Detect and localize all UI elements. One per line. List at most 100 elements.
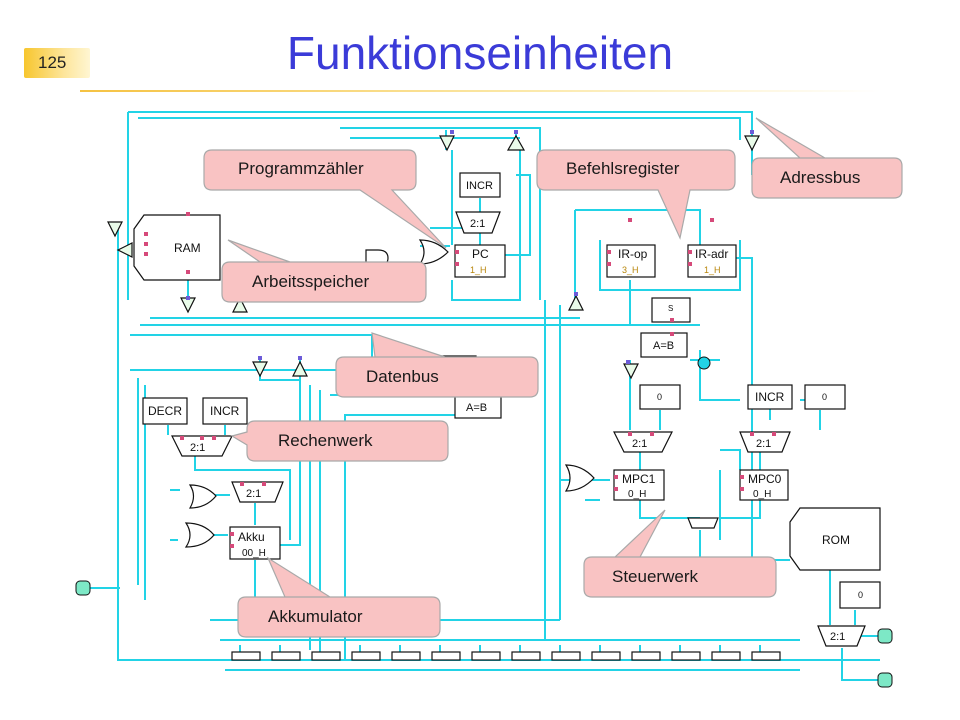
- or-gate-ctrl: [564, 464, 595, 492]
- incr-pc-label: INCR: [466, 180, 493, 192]
- decr-box: [142, 397, 188, 425]
- const-mpc0-label: 0: [822, 392, 827, 402]
- wire-ctrl-13: [829, 570, 856, 625]
- wire-ctrl-11: [699, 530, 790, 561]
- wire-alu-10: [210, 494, 230, 536]
- ir-op-register: [606, 244, 656, 278]
- callout-text-programmzaehler: Programmzähler: [238, 159, 364, 178]
- mux-out-label: 2:1: [830, 631, 845, 643]
- cmp-data-label: A=B: [466, 402, 487, 414]
- buffer-ram-left-1: [107, 221, 123, 238]
- mpc1-register: [613, 469, 665, 501]
- buffer-ram-left-2: [116, 242, 133, 258]
- buffer-top-1: [439, 135, 455, 152]
- wire-ir-bus: [575, 209, 701, 245]
- incr-pc-box: [459, 172, 501, 198]
- const-s-label: S: [668, 304, 673, 313]
- wire-bottom-5: [239, 645, 761, 655]
- pc-label: PC: [472, 247, 489, 261]
- incr-mpc-box: [747, 384, 793, 410]
- output-port-2: [877, 672, 893, 688]
- pc-value: 1_H: [470, 265, 487, 275]
- wire-top-4: [445, 130, 517, 150]
- wire-top-3: [340, 127, 541, 300]
- incr-alu-label: INCR: [210, 404, 240, 418]
- mpc1-label: MPC1: [622, 472, 656, 486]
- wire-ctrl-14: [841, 648, 880, 681]
- wire-ir-op-down: [629, 280, 640, 326]
- wire-alu-11: [170, 489, 180, 541]
- callout-akkumulator: [237, 556, 441, 638]
- incr-mpc-label: INCR: [755, 390, 785, 404]
- wire-ctrl-8: [639, 500, 761, 519]
- callout-rechenwerk: [230, 420, 449, 462]
- ram-block: [133, 214, 221, 281]
- callout-text-adressbus: Adressbus: [780, 168, 861, 187]
- wire-alu-5: [167, 425, 226, 435]
- const-mpc0-box: [804, 384, 846, 410]
- akku-register: [229, 526, 281, 560]
- pc-register: [454, 244, 506, 278]
- wire-data-3: [130, 334, 373, 360]
- akku-value: 00_H: [242, 548, 266, 559]
- mux-alu2-label: 2:1: [246, 488, 261, 500]
- rom-label: ROM: [822, 533, 850, 547]
- wire-cmp-2: [344, 414, 455, 660]
- ir-adr-value: 1_H: [704, 265, 721, 275]
- buffer-ctrl: [623, 363, 639, 380]
- callout-programmzaehler: [203, 149, 447, 249]
- wire-ctrl-7: [639, 450, 761, 470]
- bottom-io-row: [231, 651, 781, 661]
- callout-arbeitsspeicher: [221, 239, 427, 303]
- incr-alu-box: [202, 397, 248, 425]
- wire-alu-6: [194, 455, 291, 540]
- ir-op-label: IR-op: [618, 247, 648, 261]
- or-gate-alu2: [184, 522, 215, 548]
- buffer-alu-1: [252, 361, 268, 378]
- output-port-1: [877, 628, 893, 644]
- callout-text-akkumulator: Akkumulator: [268, 607, 363, 626]
- mpc0-label: MPC0: [748, 472, 782, 486]
- title-underline: [80, 90, 880, 92]
- mux-pc-label: 2:1: [470, 218, 485, 230]
- callout-text-datenbus: Datenbus: [366, 367, 439, 386]
- or-gate-pc: [418, 239, 449, 265]
- wire-pc-loop: [451, 150, 521, 301]
- callout-text-arbeitsspeicher: Arbeitsspeicher: [252, 272, 370, 291]
- slide-title: Funktionseinheiten: [286, 27, 674, 79]
- wire-ctrl-10: [719, 449, 741, 540]
- mpc0-value: 0_H: [753, 489, 771, 500]
- const-mpc1-box: [639, 384, 681, 410]
- ir-adr-register: [687, 244, 737, 278]
- wire-address-bus-top: [128, 111, 753, 175]
- mux-mpc1-label: 2:1: [632, 438, 647, 450]
- page-number: 125: [38, 53, 67, 72]
- input-port-left: [75, 580, 91, 596]
- wire-pc-out: [505, 174, 531, 256]
- callout-text-befehlsregister: Befehlsregister: [566, 159, 680, 178]
- connection-dots: [75, 130, 893, 688]
- rom-block: [789, 507, 881, 571]
- buffer-ir: [568, 294, 584, 311]
- buffer-top-2: [506, 134, 526, 151]
- ram-label: RAM: [174, 241, 201, 255]
- decr-label: DECR: [148, 404, 182, 418]
- wire-ram-left: [117, 230, 880, 661]
- buffer-ram-2: [232, 296, 248, 313]
- mpc1-value: 0_H: [628, 489, 646, 500]
- buffer-top-3: [744, 135, 760, 152]
- callout-text-steuerwerk: Steuerwerk: [612, 567, 698, 586]
- wire-top-2: [138, 117, 741, 140]
- const-out-label: 0: [858, 590, 863, 600]
- cmp-ctrl-box: [640, 332, 688, 358]
- junction-dot: [697, 356, 711, 370]
- mux-out-shape: [817, 625, 866, 647]
- mux-mpc0-label: 2:1: [756, 438, 771, 450]
- callout-datenbus: [335, 332, 539, 398]
- callout-text-rechenwerk: Rechenwerk: [278, 431, 373, 450]
- akku-label: Akku: [238, 530, 265, 544]
- callout-steuerwerk: [583, 509, 777, 598]
- mux-pc-shape: [455, 211, 501, 234]
- buffer-alu-2: [292, 360, 308, 377]
